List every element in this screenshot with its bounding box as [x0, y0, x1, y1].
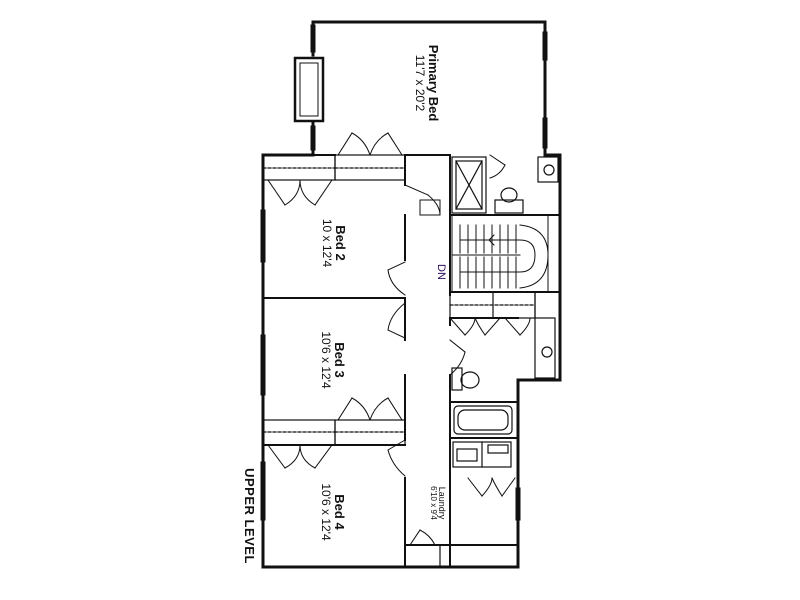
bed-3-name: Bed 3 [332, 342, 348, 378]
primary-bath-fixtures [451, 156, 559, 214]
room-label-bed-4: Bed 4 10'6 x 12'4 [319, 483, 348, 541]
bed-2-name: Bed 2 [333, 225, 349, 261]
bed-3-dimensions: 10'6 x 12'4 [319, 331, 334, 389]
floor-register [419, 199, 441, 216]
room-label-bed-3: Bed 3 10'6 x 12'4 [319, 331, 348, 389]
bed-4-name: Bed 4 [332, 494, 348, 530]
room-label-bed-2: Bed 2 10 x 12'4 [320, 218, 349, 268]
primary-bed-dimensions: 11'7 x 20'2 [413, 54, 428, 112]
primary-bed-name: Primary Bed [426, 44, 442, 122]
laundry-dimensions: 6'10 x 9'4 [428, 486, 438, 520]
level-label: UPPER LEVEL [241, 468, 257, 564]
room-label-primary-bed: Primary Bed 11'7 x 20'2 [413, 44, 442, 122]
laundry-name: Laundry [436, 486, 447, 520]
room-label-laundry: Laundry 6'10 x 9'4 [428, 486, 446, 520]
hall-bath-fixtures [451, 317, 556, 435]
closets [262, 154, 536, 568]
bed-2-dimensions: 10 x 12'4 [320, 218, 335, 268]
bed-4-dimensions: 10'6 x 12'4 [319, 483, 334, 541]
stair-down-label: DN [435, 264, 447, 280]
exterior-walls [261, 20, 562, 569]
window-marks [260, 24, 548, 521]
laundry-fixtures [452, 441, 512, 468]
interior-walls [262, 154, 561, 568]
door-swings [267, 132, 531, 546]
bay-window [293, 56, 325, 123]
staircase [451, 214, 549, 293]
